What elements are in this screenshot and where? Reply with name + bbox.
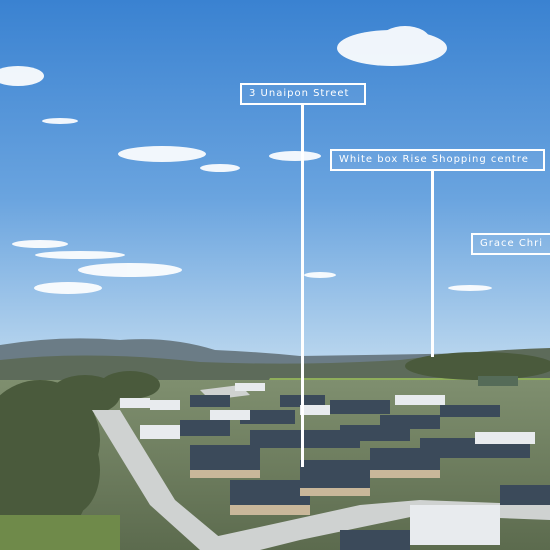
sky (0, 0, 550, 360)
callout-unaipon-street: 3 Unaipon Street (240, 83, 366, 105)
houses (120, 376, 550, 550)
callout-grace-chri: Grace Chri (471, 233, 550, 255)
clouds (0, 26, 492, 294)
trees (0, 352, 550, 540)
callout-pointer-unaipon-street (301, 105, 304, 467)
callout-shopping-centre: White box Rise Shopping centre (330, 149, 545, 171)
callout-pointer-shopping-centre (431, 171, 434, 357)
